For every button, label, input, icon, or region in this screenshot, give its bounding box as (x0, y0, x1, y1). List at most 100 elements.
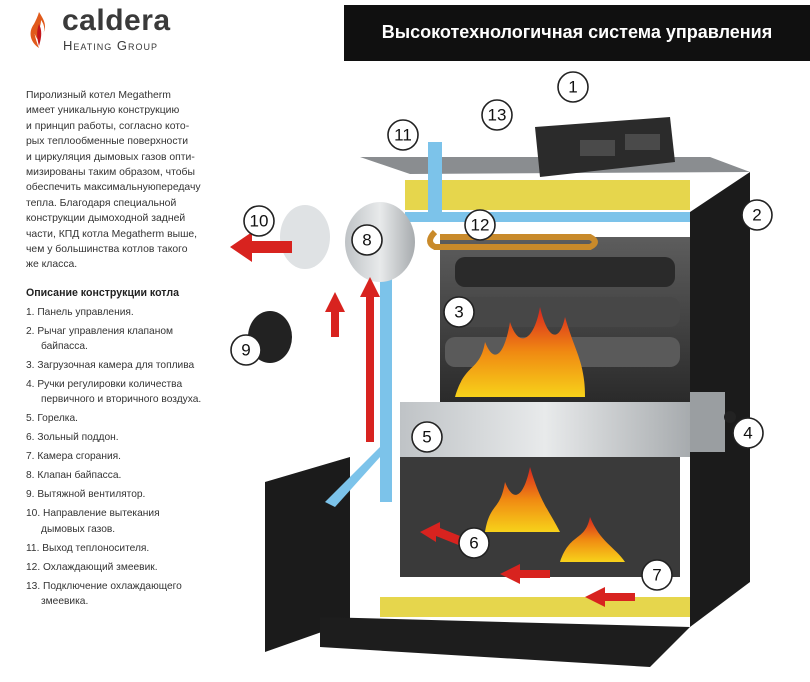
bottom-insulation (380, 597, 690, 617)
intro-line: чем у большинства котлов такого (26, 244, 188, 256)
list-item-text: змеевика. (41, 595, 89, 607)
list-item: 3. Загрузочная камера для топлива (26, 358, 226, 373)
svg-text:1: 1 (568, 78, 577, 97)
list-item-text: 12. Охлаждающий змеевик. (26, 561, 158, 573)
list-item: 4. Ручки регулировки количества первичног… (26, 377, 226, 407)
flame (560, 517, 625, 562)
list-item: 13. Подключение охлаждающего змеевика. (26, 579, 226, 609)
callout-11: 11 (387, 119, 419, 151)
control-display (580, 140, 615, 156)
flame (455, 307, 585, 397)
caldera-logo: caldera Heating Group (28, 4, 208, 58)
burner-plate (400, 402, 690, 457)
intro-line: и принцип работы, согласно кото- (26, 120, 190, 132)
list-item-text: 5. Горелка. (26, 413, 78, 425)
list-item-text: 13. Подключение охлаждающего (26, 580, 182, 592)
flame (485, 467, 560, 532)
cooling-coil (427, 229, 598, 250)
list-item: 6. Зольный поддон. (26, 430, 226, 445)
callout-13: 13 (481, 99, 513, 131)
gas-flow-arrow (420, 522, 470, 548)
boiler-cutaway-illustration: 1 2 3 4 5 6 7 8 9 10 11 12 13 (230, 71, 773, 667)
description-title: Описание конструкции котла (26, 287, 179, 299)
callout-4: 4 (732, 417, 764, 449)
callout-5: 5 (411, 421, 443, 453)
intro-line: Пиролизный котел Megatherm (26, 90, 171, 101)
list-item-text: 9. Вытяжной вентилятор. (26, 489, 146, 501)
svg-text:11: 11 (394, 126, 412, 145)
list-item: 9. Вытяжной вентилятор. (26, 487, 226, 502)
svg-text:9: 9 (241, 341, 250, 360)
svg-text:4: 4 (743, 424, 752, 443)
list-item: 12. Охлаждающий змеевик. (26, 560, 226, 575)
gas-flow-arrow (585, 587, 635, 607)
logo-name: caldera (62, 4, 171, 37)
gas-flow-arrow (500, 564, 550, 584)
water-jacket-left (380, 232, 392, 502)
list-item-text: 2. Рычаг управления клапаном (26, 326, 174, 337)
intro-line: рых теплообменные поверхности (26, 136, 189, 148)
gas-flow-arrow (360, 277, 380, 442)
list-item: 8. Клапан байпасса. (26, 468, 226, 483)
callout-12: 12 (464, 209, 496, 241)
list-item-text: 3. Загрузочная камера для топлива (26, 360, 195, 372)
svg-text:2: 2 (752, 206, 761, 225)
list-item-text: 10. Направление вытекания (26, 508, 160, 520)
svg-text:3: 3 (454, 303, 463, 322)
list-item-text: 1. Панель управления. (26, 307, 134, 318)
svg-text:5: 5 (422, 428, 431, 447)
list-item-text: 4. Ручки регулировки количества (26, 379, 183, 391)
svg-text:13: 13 (488, 106, 507, 125)
water-jacket-top (405, 212, 690, 222)
fuel-log (450, 297, 680, 327)
list-item-text: первичного и вторичного воздуха. (41, 394, 202, 406)
flame-logo-icon (30, 12, 46, 48)
svg-text:10: 10 (250, 212, 269, 231)
list-item-text: 11. Выход теплоносителя. (26, 542, 150, 554)
flue-gas-arrow (230, 232, 292, 262)
list-item: 11. Выход теплоносителя. (26, 541, 226, 556)
callout-2: 2 (741, 199, 773, 231)
callout-7: 7 (641, 559, 673, 591)
svg-text:7: 7 (652, 566, 661, 585)
flue-outlet (280, 205, 330, 269)
water-jacket-flue (325, 447, 380, 507)
list-item-text: 8. Клапан байпасса. (26, 470, 122, 482)
outlet-pipe (428, 142, 442, 212)
list-item: 2. Рычаг управления клапаном байпасса. (26, 324, 226, 354)
logo-subtitle: Heating Group (63, 38, 158, 53)
callout-1: 1 (557, 71, 589, 103)
air-adjust-knob (724, 411, 736, 423)
list-item-text: байпасса. (41, 341, 88, 353)
intro-line: тепла. Благодаря специальной (26, 197, 177, 209)
casing-left-wall (265, 457, 350, 652)
intro-line: мизированы таким образом, чтобы (26, 167, 195, 179)
callout-10: 10 (243, 205, 275, 237)
intro-line: части, КПД котла Megatherm выше, (26, 228, 198, 240)
intro-line: же класса. (26, 259, 78, 271)
list-item: 1. Панель управления. (26, 305, 226, 320)
list-item-text: 6. Зольный поддон. (26, 432, 119, 444)
callout-8: 8 (351, 224, 383, 256)
callout-6: 6 (458, 527, 490, 559)
header-bar: Высокотехнологичная система управления (344, 5, 810, 61)
list-item: 5. Горелка. (26, 411, 226, 426)
svg-text:12: 12 (471, 216, 490, 235)
list-item-text: 7. Камера сгорания. (26, 451, 122, 463)
casing-bottom (320, 617, 690, 667)
intro-line: имеет уникальную конструкцию (26, 105, 180, 117)
list-item: 7. Камера сгорания. (26, 449, 226, 464)
svg-text:8: 8 (362, 231, 371, 250)
fuel-log (455, 257, 675, 287)
header-title: Высокотехнологичная система управления (381, 22, 773, 42)
intro-line: и циркуляция дымовых газов опти- (26, 151, 195, 163)
svg-text:6: 6 (469, 534, 478, 553)
gas-flow-arrow (325, 292, 345, 337)
control-display (625, 134, 660, 150)
callout-9: 9 (230, 334, 262, 366)
air-adjust-grille (690, 392, 725, 452)
intro-line: обеспечить максимальнуюпередачу (26, 182, 201, 194)
parts-list: 1. Панель управления. 2. Рычаг управлени… (26, 305, 226, 613)
top-insulation (405, 180, 690, 210)
